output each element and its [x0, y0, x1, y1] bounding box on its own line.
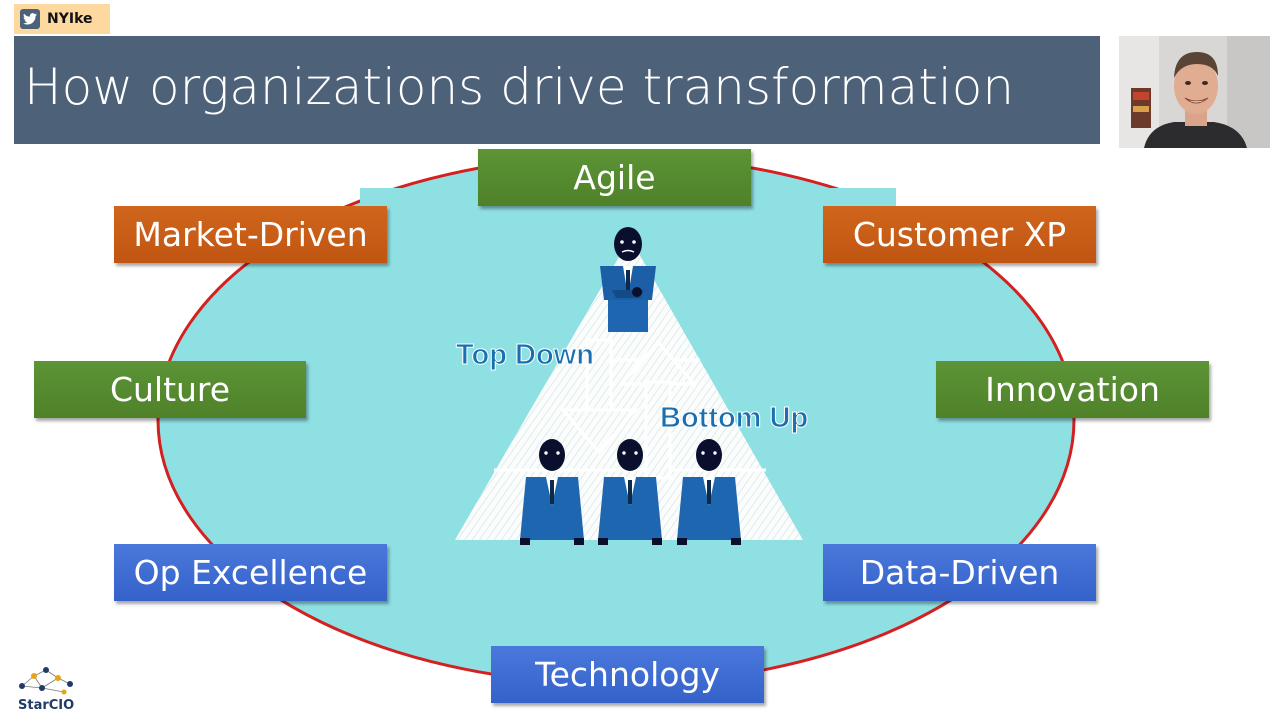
presenter-webcam — [1119, 36, 1270, 148]
twitter-handle: NYIke — [47, 11, 93, 27]
bottom-up-arrow — [618, 339, 698, 480]
twitter-icon — [20, 9, 40, 29]
leader-figure — [600, 227, 656, 332]
box-data-driven: Data-Driven — [823, 544, 1096, 601]
title-bar: How organizations drive transformation — [14, 36, 1100, 144]
slide-title: How organizations drive transformation — [24, 58, 1015, 116]
starcio-logo: StarCIO — [12, 662, 82, 718]
box-innovation: Innovation — [936, 361, 1209, 418]
box-market-driven: Market-Driven — [114, 206, 387, 263]
bottom-up-label: Bottom Up — [660, 402, 808, 434]
box-technology: Technology — [491, 646, 764, 703]
box-agile: Agile — [478, 149, 751, 206]
top-down-arrow — [559, 338, 639, 455]
box-op-excellence: Op Excellence — [114, 544, 387, 601]
box-culture: Culture — [34, 361, 306, 418]
top-down-label: Top Down — [456, 339, 594, 371]
starcio-network-icon — [19, 667, 73, 695]
twitter-handle-tag: NYIke — [14, 4, 110, 34]
starcio-logo-text: StarCIO — [18, 698, 75, 713]
worker-figure — [598, 439, 662, 545]
box-customer-xp: Customer XP — [823, 206, 1096, 263]
worker-figure — [520, 439, 584, 545]
worker-figure — [677, 439, 741, 545]
